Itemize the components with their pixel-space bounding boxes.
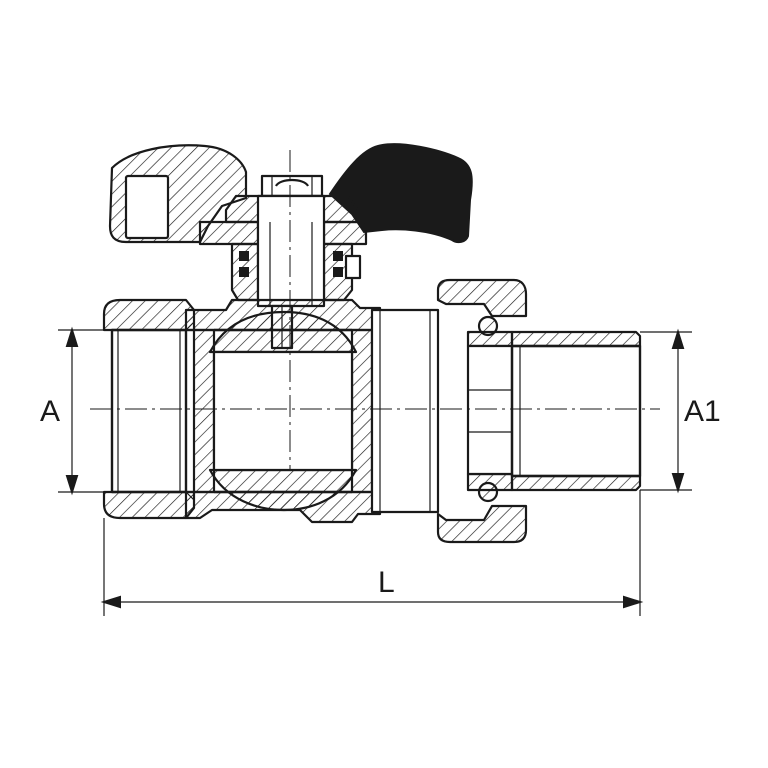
ball — [208, 310, 358, 512]
left-female-port — [102, 298, 196, 520]
stem-assembly — [198, 174, 368, 350]
dimension-a: A — [40, 326, 112, 496]
dimension-l: L — [100, 490, 644, 616]
butterfly-handle — [108, 143, 473, 244]
dimension-label-a: A — [40, 395, 60, 428]
dimension-label-a1: A1 — [684, 395, 721, 428]
right-male-port — [510, 330, 642, 492]
dimension-label-l: L — [378, 566, 395, 599]
union-section — [370, 278, 528, 544]
dimension-a1: A1 — [640, 328, 721, 494]
